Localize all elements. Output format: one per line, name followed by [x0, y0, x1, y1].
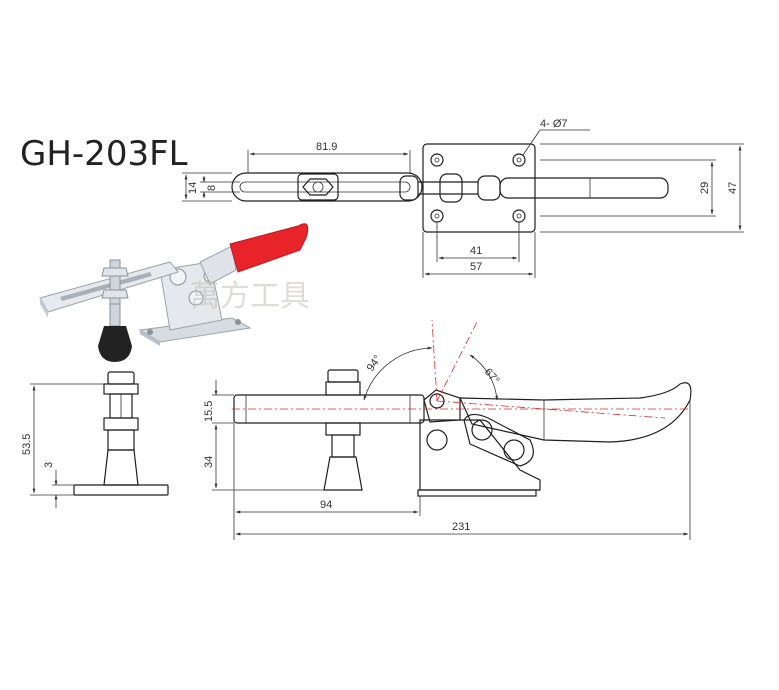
dim-slot-width: 8	[206, 185, 218, 191]
dim-base-width: 57	[470, 261, 482, 273]
hole-callout: 4- Ø7	[540, 118, 568, 130]
dim-bar-height: 14	[187, 182, 199, 194]
dim-overall-length: 231	[452, 521, 470, 533]
dim-hole-v-spacing: 29	[699, 182, 711, 194]
dim-slot-length: 81.9	[316, 141, 337, 153]
side-view: 94° 67° 15.5 34 94 231	[203, 319, 692, 540]
end-view: 53.5 3	[21, 371, 169, 508]
dim-end-height: 53.5	[21, 434, 33, 455]
watermark: 萬方工具	[190, 279, 310, 314]
dim-hole-spacing: 41	[470, 245, 482, 257]
dim-bar-offset: 15.5	[203, 401, 215, 422]
model-title: GH-203FL	[20, 134, 188, 174]
top-view: 81.9 14 8 4- Ø7 41 57 29 47	[182, 118, 744, 278]
dim-base-thickness: 3	[43, 462, 55, 468]
dim-angle-handle: 67°	[482, 366, 502, 386]
dim-reach: 94	[320, 499, 332, 511]
clamp-render	[39, 223, 309, 362]
dim-base-height: 47	[727, 182, 739, 194]
dim-spindle-height: 34	[203, 456, 215, 468]
